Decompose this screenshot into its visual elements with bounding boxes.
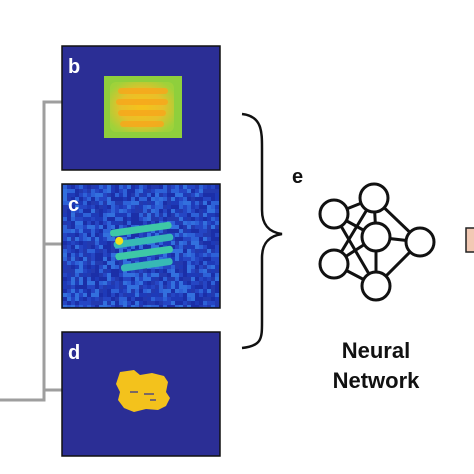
panel-d-label: d	[68, 342, 80, 364]
network-caption-line2: Network	[333, 368, 421, 393]
noise-texture	[63, 185, 219, 307]
panel-c: c	[61, 183, 221, 309]
neural-network-icon	[318, 182, 436, 302]
curly-brace	[241, 112, 283, 350]
network-label: e	[292, 166, 303, 188]
panel-d: d	[61, 331, 221, 457]
panel-c-label: c	[68, 194, 79, 216]
partial-output-box	[465, 227, 474, 253]
tree-connector	[0, 100, 62, 402]
panel-b: b	[61, 45, 221, 171]
noisy-bands	[110, 221, 174, 272]
network-caption-line1: Neural	[342, 338, 410, 363]
segmented-blob	[116, 370, 170, 412]
panel-b-label: b	[68, 56, 80, 78]
